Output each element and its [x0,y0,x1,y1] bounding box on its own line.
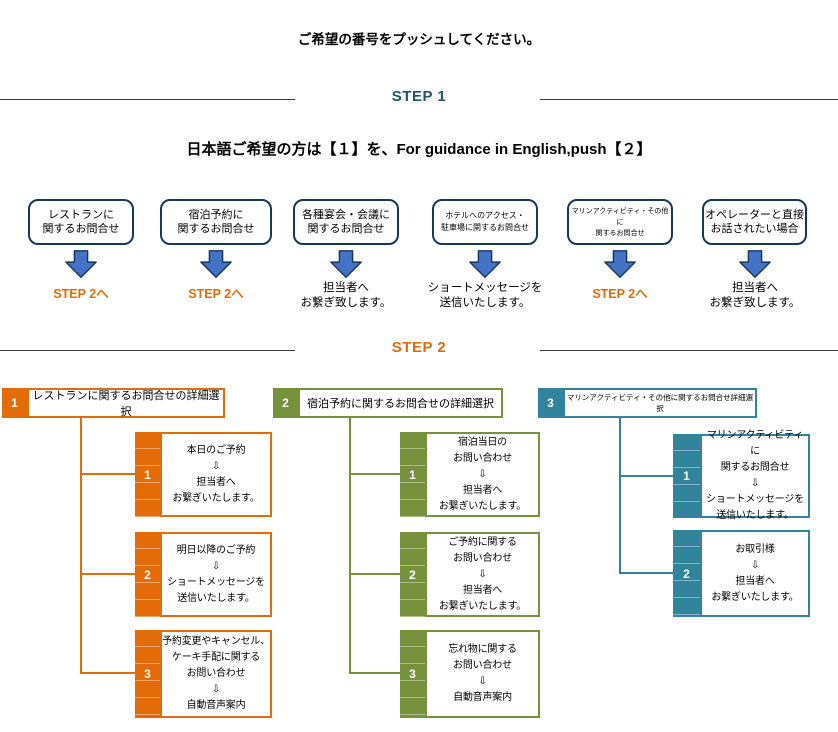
step1-outcome-restaurant: STEP 2へ [53,287,109,301]
column3-connector-branch-2 [619,572,673,574]
column1-title: レストランに関するお問合せの詳細選択 [27,388,225,418]
down-arrow-icon [604,250,636,278]
step1-divider-left [0,99,295,100]
column1-option1-box: 本日のご予約 ⇩ 担当者へ お繋ぎいたします。 [160,432,272,517]
column2-number-tab: 2 [273,388,298,418]
column2-option3-box: 忘れ物に関する お問い合わせ ⇩ 自動音声案内 [425,630,540,718]
column1-option3-number-tab: 3 [135,630,160,718]
column3-title: マリンアクティビティ・その他に関するお問合せ詳細選択 [563,388,757,418]
column3-option1-box: マリンアクティビティに 関するお問合せ ⇩ ショートメッセージを 送信いたします… [700,430,810,521]
column1-connector-trunk [80,418,82,674]
column1-option3-box: 予約変更やキャンセル、 ケーキ手配に関する お問い合わせ ⇩ 自動音声案内 [160,630,272,718]
step1-divider-right [540,99,838,100]
column1-option2-number-tab: 2 [135,532,160,617]
down-arrow-icon [739,250,771,278]
column2-title: 宿泊予約に関するお問合せの詳細選択 [298,388,503,418]
column2-connector-branch-2 [349,573,400,575]
step1-option-banquet: 各種宴会・会議に 関するお問合せ [293,199,399,245]
column2-option1-box: 宿泊当日の お問い合わせ ⇩ 担当者へ お繋ぎいたします。 [425,432,540,517]
down-arrow-icon [330,250,362,278]
step1-option-marine: マリンアクティビティ・その他に 関するお問合せ [567,199,673,245]
column2-connector-branch-1 [349,473,400,475]
column1-option2-box: 明日以降のご予約 ⇩ ショートメッセージを 送信いたします。 [160,532,272,617]
step1-option-access: ホテルへのアクセス・ 駐車場に関するお問合せ [432,199,538,245]
step1-outcome-operator: 担当者へ お繋ぎ致します。 [709,282,801,309]
step1-option-operator: オペレーターと直接 お話されたい場合 [702,199,807,245]
step1-outcome-marine: STEP 2へ [592,287,648,301]
column3-option2-box: お取引様 ⇩ 担当者へ お繋ぎいたします。 [700,530,810,617]
step2-heading: STEP 2 [391,339,447,356]
column2-option2-box: ご予約に関する お問い合わせ ⇩ 担当者へ お繋ぎいたします。 [425,532,540,617]
step1-option-reservation: 宿泊予約に 関するお問合せ [160,199,272,245]
column3-number-tab: 3 [538,388,563,418]
down-arrow-icon [469,250,501,278]
column2-option3-number-tab: 3 [400,630,425,718]
column3-option1-number-tab: 1 [673,434,700,518]
step2-divider-left [0,350,295,351]
step2-divider-right [540,350,838,351]
step1-heading: STEP 1 [391,88,447,105]
column3-connector-branch-1 [619,475,673,477]
column2-option1-number-tab: 1 [400,432,425,517]
step1-outcome-banquet: 担当者へ お繋ぎ致します。 [300,282,392,309]
column1-number-tab: 1 [2,388,27,418]
column1-connector-branch-3 [80,672,135,674]
column2-option2-number-tab: 2 [400,532,425,617]
step1-outcome-reservation: STEP 2へ [188,287,244,301]
down-arrow-icon [200,250,232,278]
column1-connector-branch-1 [80,473,135,475]
step1-outcome-access: ショートメッセージを 送信いたします。 [427,282,543,309]
column2-connector-trunk [349,418,351,674]
column3-connector-trunk [619,418,621,574]
down-arrow-icon [65,250,97,278]
step1-option-restaurant: レストランに 関するお問合せ [28,199,134,245]
page-title: ご希望の番号をプッシュしてください。 [297,32,541,47]
column2-connector-branch-3 [349,672,400,674]
language-instruction: 日本語ご希望の方は【１】を、For guidance in English,pu… [186,141,652,158]
column3-option2-number-tab: 2 [673,530,700,617]
column1-option1-number-tab: 1 [135,432,160,517]
column1-connector-branch-2 [80,573,135,575]
